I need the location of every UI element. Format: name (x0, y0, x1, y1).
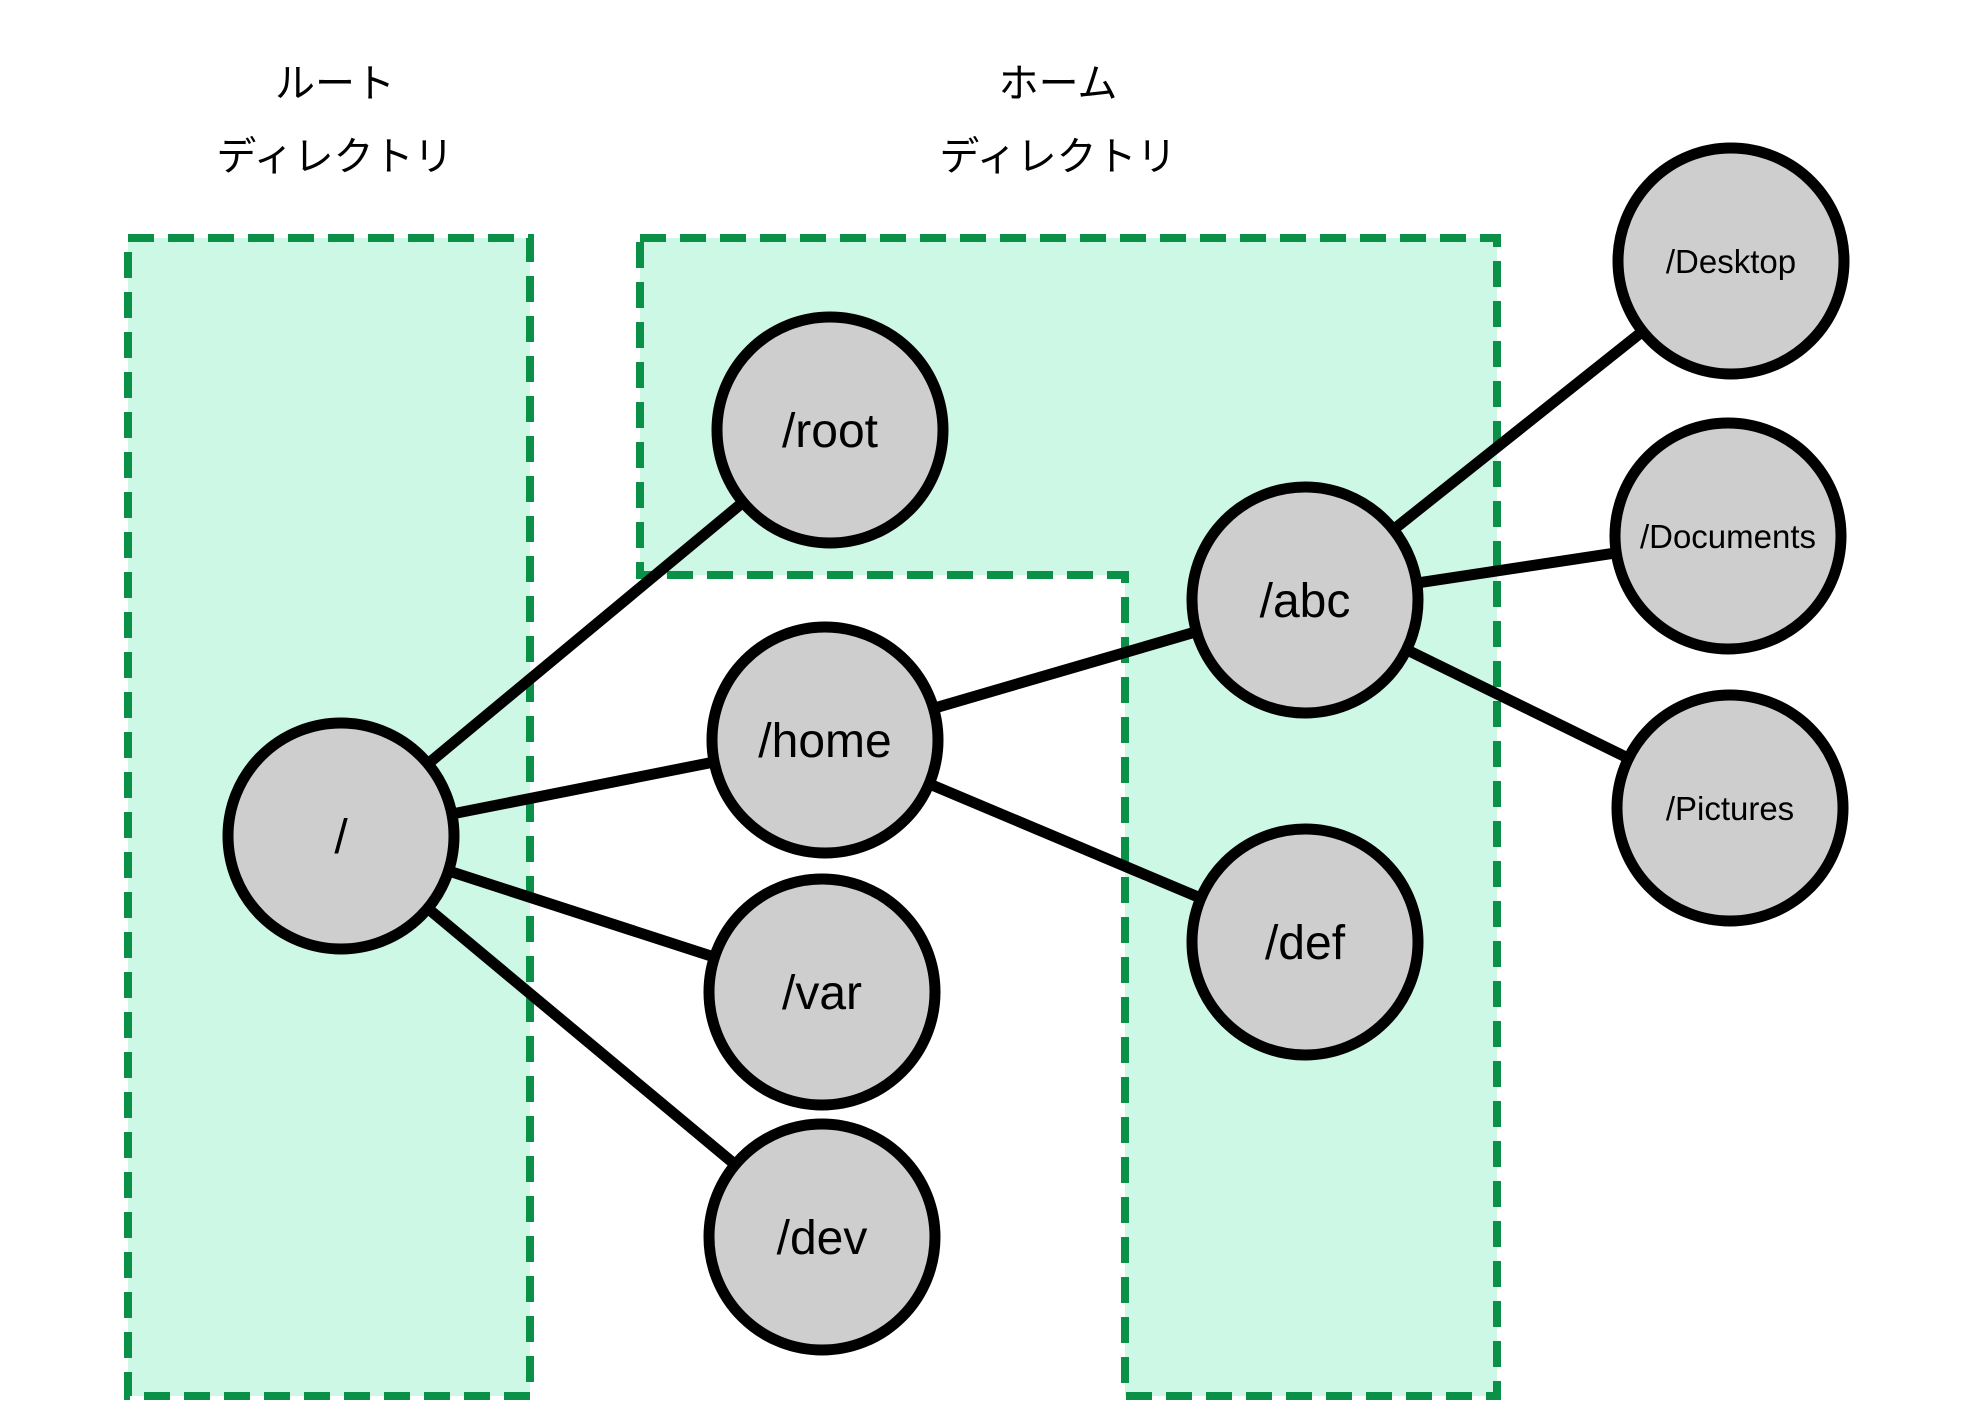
root-directory-label-line2: ディレクトリ (216, 135, 453, 179)
node-pictures-circle (1611, 689, 1849, 927)
node-documents: /Documents (1609, 417, 1847, 655)
node-root-circle (711, 311, 949, 549)
node-slash-label: / (334, 811, 348, 864)
node-home-circle (706, 621, 944, 859)
node-root: /root (711, 311, 949, 549)
node-slash-circle (222, 717, 460, 955)
root-directory-label-line1: ルート (275, 62, 395, 106)
node-home-label: /home (758, 715, 891, 768)
node-def-circle (1186, 823, 1424, 1061)
node-var: /var (703, 873, 941, 1111)
node-abc-circle (1186, 481, 1424, 719)
home-directory-label-line1: ホーム (999, 62, 1118, 106)
node-desktop-circle (1612, 142, 1850, 380)
node-pictures-label: /Pictures (1666, 790, 1794, 827)
node-desktop-label: /Desktop (1666, 243, 1796, 280)
node-dev-label: /dev (777, 1212, 868, 1265)
node-documents-label: /Documents (1640, 518, 1816, 555)
node-var-label: /var (782, 967, 862, 1020)
node-slash: / (222, 717, 460, 955)
node-root-label: /root (782, 405, 878, 458)
node-var-circle (703, 873, 941, 1111)
node-abc-label: /abc (1260, 575, 1351, 628)
node-dev: /dev (703, 1118, 941, 1356)
node-dev-circle (703, 1118, 941, 1356)
node-def: /def (1186, 823, 1424, 1061)
node-abc: /abc (1186, 481, 1424, 719)
node-home: /home (706, 621, 944, 859)
node-documents-circle (1609, 417, 1847, 655)
node-desktop: /Desktop (1612, 142, 1850, 380)
node-def-label: /def (1265, 917, 1346, 970)
node-pictures: /Pictures (1611, 689, 1849, 927)
home-directory-label-line2: ディレクトリ (939, 135, 1176, 179)
